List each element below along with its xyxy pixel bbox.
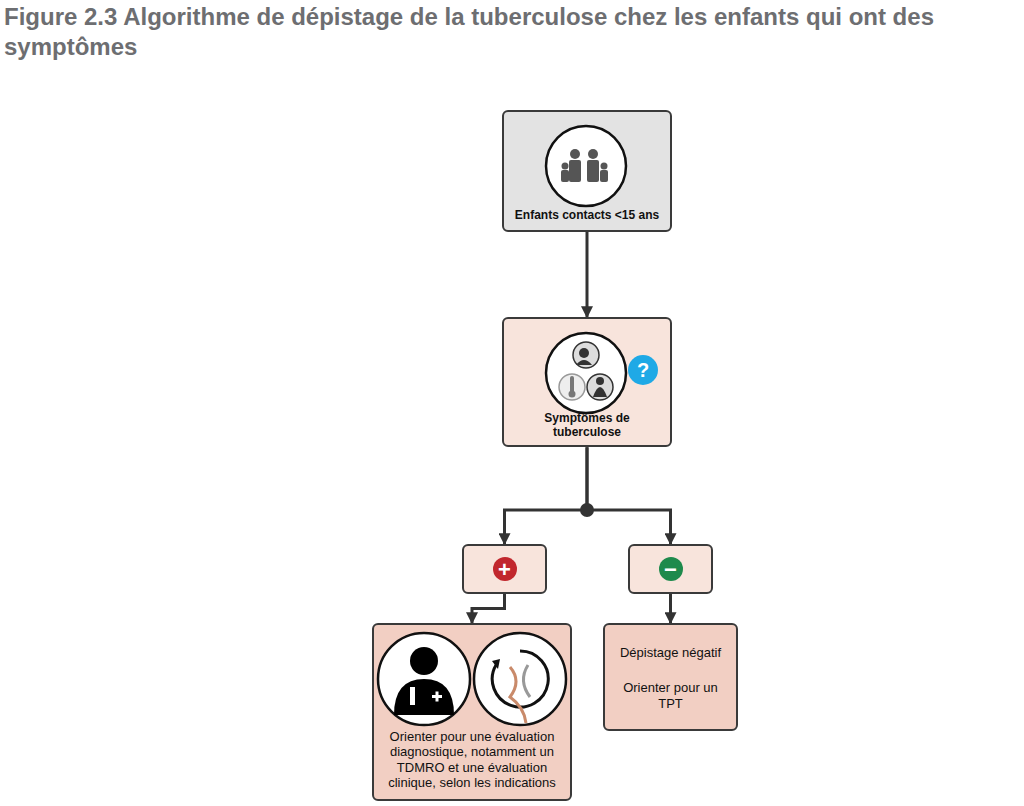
flow-arrow	[669, 594, 672, 623]
split-dot	[580, 503, 594, 517]
question-box: Symptômes de tuberculose?	[502, 317, 672, 447]
negative-box: −	[628, 544, 713, 594]
result-box: Dépistage négatifOrienter pour un TPT	[603, 623, 738, 731]
flow-arrow	[505, 447, 588, 544]
referral-box: Orienter pour une évaluation diagnostiqu…	[372, 623, 572, 801]
node-text: Orienter pour un TPT	[611, 680, 730, 711]
start-box: Enfants contacts <15 ans	[502, 110, 672, 232]
positive-box: +	[462, 544, 547, 594]
figure-title: Figure 2.3 Algorithme de dépistage de la…	[4, 2, 1018, 62]
flow-arrow	[586, 232, 589, 317]
branch-sign: +	[493, 557, 517, 581]
node-text: Enfants contacts <15 ans	[510, 208, 664, 222]
flow-arrow	[472, 594, 505, 623]
node-text: Orienter pour une évaluation diagnostiqu…	[380, 729, 564, 790]
branch-sign: −	[659, 557, 683, 581]
node-text: Symptômes de tuberculose	[510, 411, 664, 439]
icon-illustration	[372, 627, 568, 737]
node-text: Dépistage négatif	[611, 645, 730, 660]
flow-arrow	[587, 447, 671, 544]
question-badge: ?	[628, 355, 658, 385]
